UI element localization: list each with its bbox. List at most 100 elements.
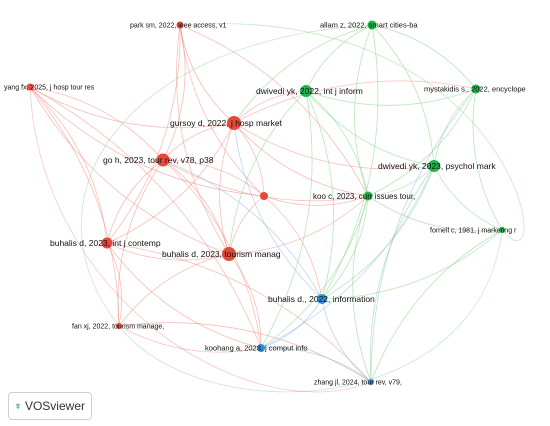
node-label-gursoy[interactable]: gursoy d, 2022, j hosp market	[170, 118, 283, 128]
citation-link	[233, 24, 373, 124]
citation-link	[321, 195, 369, 300]
node-buhalis23ij[interactable]	[101, 237, 113, 249]
node-label-yang[interactable]: yang fx, 2025, j hosp tour res	[4, 84, 95, 91]
node-label-buhalis23ij[interactable]: buhalis d, 2023, int j contemp	[50, 238, 161, 248]
citation-link	[433, 88, 477, 167]
citation-link	[321, 298, 372, 383]
node-gursoy[interactable]	[227, 116, 241, 130]
node-buhalis23tm[interactable]	[222, 247, 236, 261]
node-allam[interactable]	[367, 20, 377, 30]
citation-link	[305, 90, 369, 197]
citation-link	[118, 322, 372, 383]
citation-link	[106, 242, 123, 327]
node-koohang[interactable]	[257, 344, 265, 352]
citation-link	[162, 159, 265, 197]
citation-link	[106, 242, 230, 261]
citation-link	[179, 24, 235, 124]
citation-link	[162, 159, 323, 300]
citation-link	[367, 165, 435, 197]
citation-link	[371, 24, 435, 167]
labels-layer: park sm, 2022, ieee access, v1 allam z, 2…	[4, 21, 526, 387]
citation-link	[179, 24, 369, 197]
citation-link	[29, 86, 265, 197]
node-label-zhang[interactable]: zhang jl, 2024, tour rev, v79,	[314, 379, 402, 386]
citation-link	[29, 86, 164, 161]
citation-link	[29, 86, 230, 255]
citation-link	[29, 86, 262, 349]
node-park[interactable]	[176, 21, 184, 29]
node-label-mystakidis[interactable]: mystakidis s., 2022, encyclope	[424, 85, 526, 94]
citation-link	[472, 88, 503, 231]
node-yang[interactable]	[26, 83, 34, 91]
node-label-fan[interactable]: fan xj, 2022, tourism manage,	[72, 323, 164, 330]
nodes-layer	[26, 20, 505, 385]
citation-link	[162, 24, 186, 161]
node-label-dwivedi23[interactable]: dwivedi yk, 2023, psychol mark	[378, 161, 496, 171]
node-goh[interactable]	[156, 153, 170, 167]
citation-link	[118, 325, 262, 353]
node-koo[interactable]	[363, 191, 373, 201]
citation-link	[162, 122, 235, 161]
node-mystakidis[interactable]	[471, 84, 481, 94]
node-label-buhalis23tm[interactable]: buhalis d, 2023, tourism manag	[162, 249, 281, 259]
citation-link	[370, 88, 477, 383]
citation-link	[233, 90, 307, 124]
node-label-koohang[interactable]: koohang a, 2023, j comput info	[205, 344, 308, 353]
citation-link	[367, 195, 503, 232]
node-label-fornell[interactable]: fornell c, 1981, j marketing r	[430, 227, 517, 234]
citation-link	[81, 24, 373, 327]
node-zhang[interactable]	[368, 379, 374, 385]
citation-link	[321, 24, 379, 300]
vosviewer-logo-icon	[15, 403, 21, 409]
citation-link	[106, 242, 372, 383]
citation-link	[321, 229, 503, 300]
citation-link	[233, 122, 369, 197]
node-label-park[interactable]: park sm, 2022, ieee access, v1	[130, 22, 227, 29]
citation-link	[260, 90, 313, 349]
citation-link	[118, 253, 230, 327]
links-layer	[29, 23, 525, 393]
citation-link	[228, 253, 262, 349]
citation-link	[370, 229, 503, 383]
citation-link	[117, 159, 164, 327]
citation-link	[162, 159, 230, 255]
citation-link	[260, 298, 323, 349]
citation-link	[179, 23, 525, 242]
node-label-allam[interactable]: allam z, 2022, smart cities-ba	[320, 21, 418, 30]
citation-link	[176, 24, 230, 255]
citation-link	[305, 90, 334, 300]
citation-link	[260, 165, 435, 349]
citation-link	[352, 195, 372, 383]
node-unlabeled[interactable]	[260, 192, 268, 200]
citation-link	[260, 195, 369, 349]
citation-link	[263, 195, 369, 206]
node-label-buhalis22[interactable]: buhalis d., 2022, information	[268, 294, 375, 304]
node-fan[interactable]	[116, 323, 122, 329]
citation-link	[162, 159, 262, 349]
citation-link	[305, 90, 435, 167]
citation-link	[260, 347, 372, 383]
citation-link	[228, 90, 307, 255]
vosviewer-logo[interactable]: VOSviewer	[8, 392, 92, 420]
node-dwivedi23[interactable]	[428, 160, 440, 172]
citation-link	[106, 24, 181, 244]
citation-link	[233, 80, 477, 124]
citation-link	[219, 122, 235, 255]
citation-link	[179, 24, 265, 197]
citation-link	[371, 24, 477, 90]
citation-link	[29, 86, 120, 327]
citation-link	[433, 165, 503, 231]
citation-link	[106, 122, 235, 244]
node-label-goh[interactable]: go h, 2023, tour rev, v78, p38	[103, 155, 214, 165]
node-label-koo[interactable]: koo c, 2023, curr issues tour,	[313, 192, 415, 201]
citation-link	[305, 88, 477, 106]
node-label-dwivedi22[interactable]: dwivedi yk, 2022, int j inform	[256, 86, 363, 96]
node-buhalis22[interactable]	[317, 294, 327, 304]
citation-link	[354, 24, 373, 197]
citation-link	[321, 165, 435, 300]
node-fornell[interactable]	[499, 227, 505, 233]
node-dwivedi22[interactable]	[300, 85, 312, 97]
citation-link	[305, 24, 373, 92]
